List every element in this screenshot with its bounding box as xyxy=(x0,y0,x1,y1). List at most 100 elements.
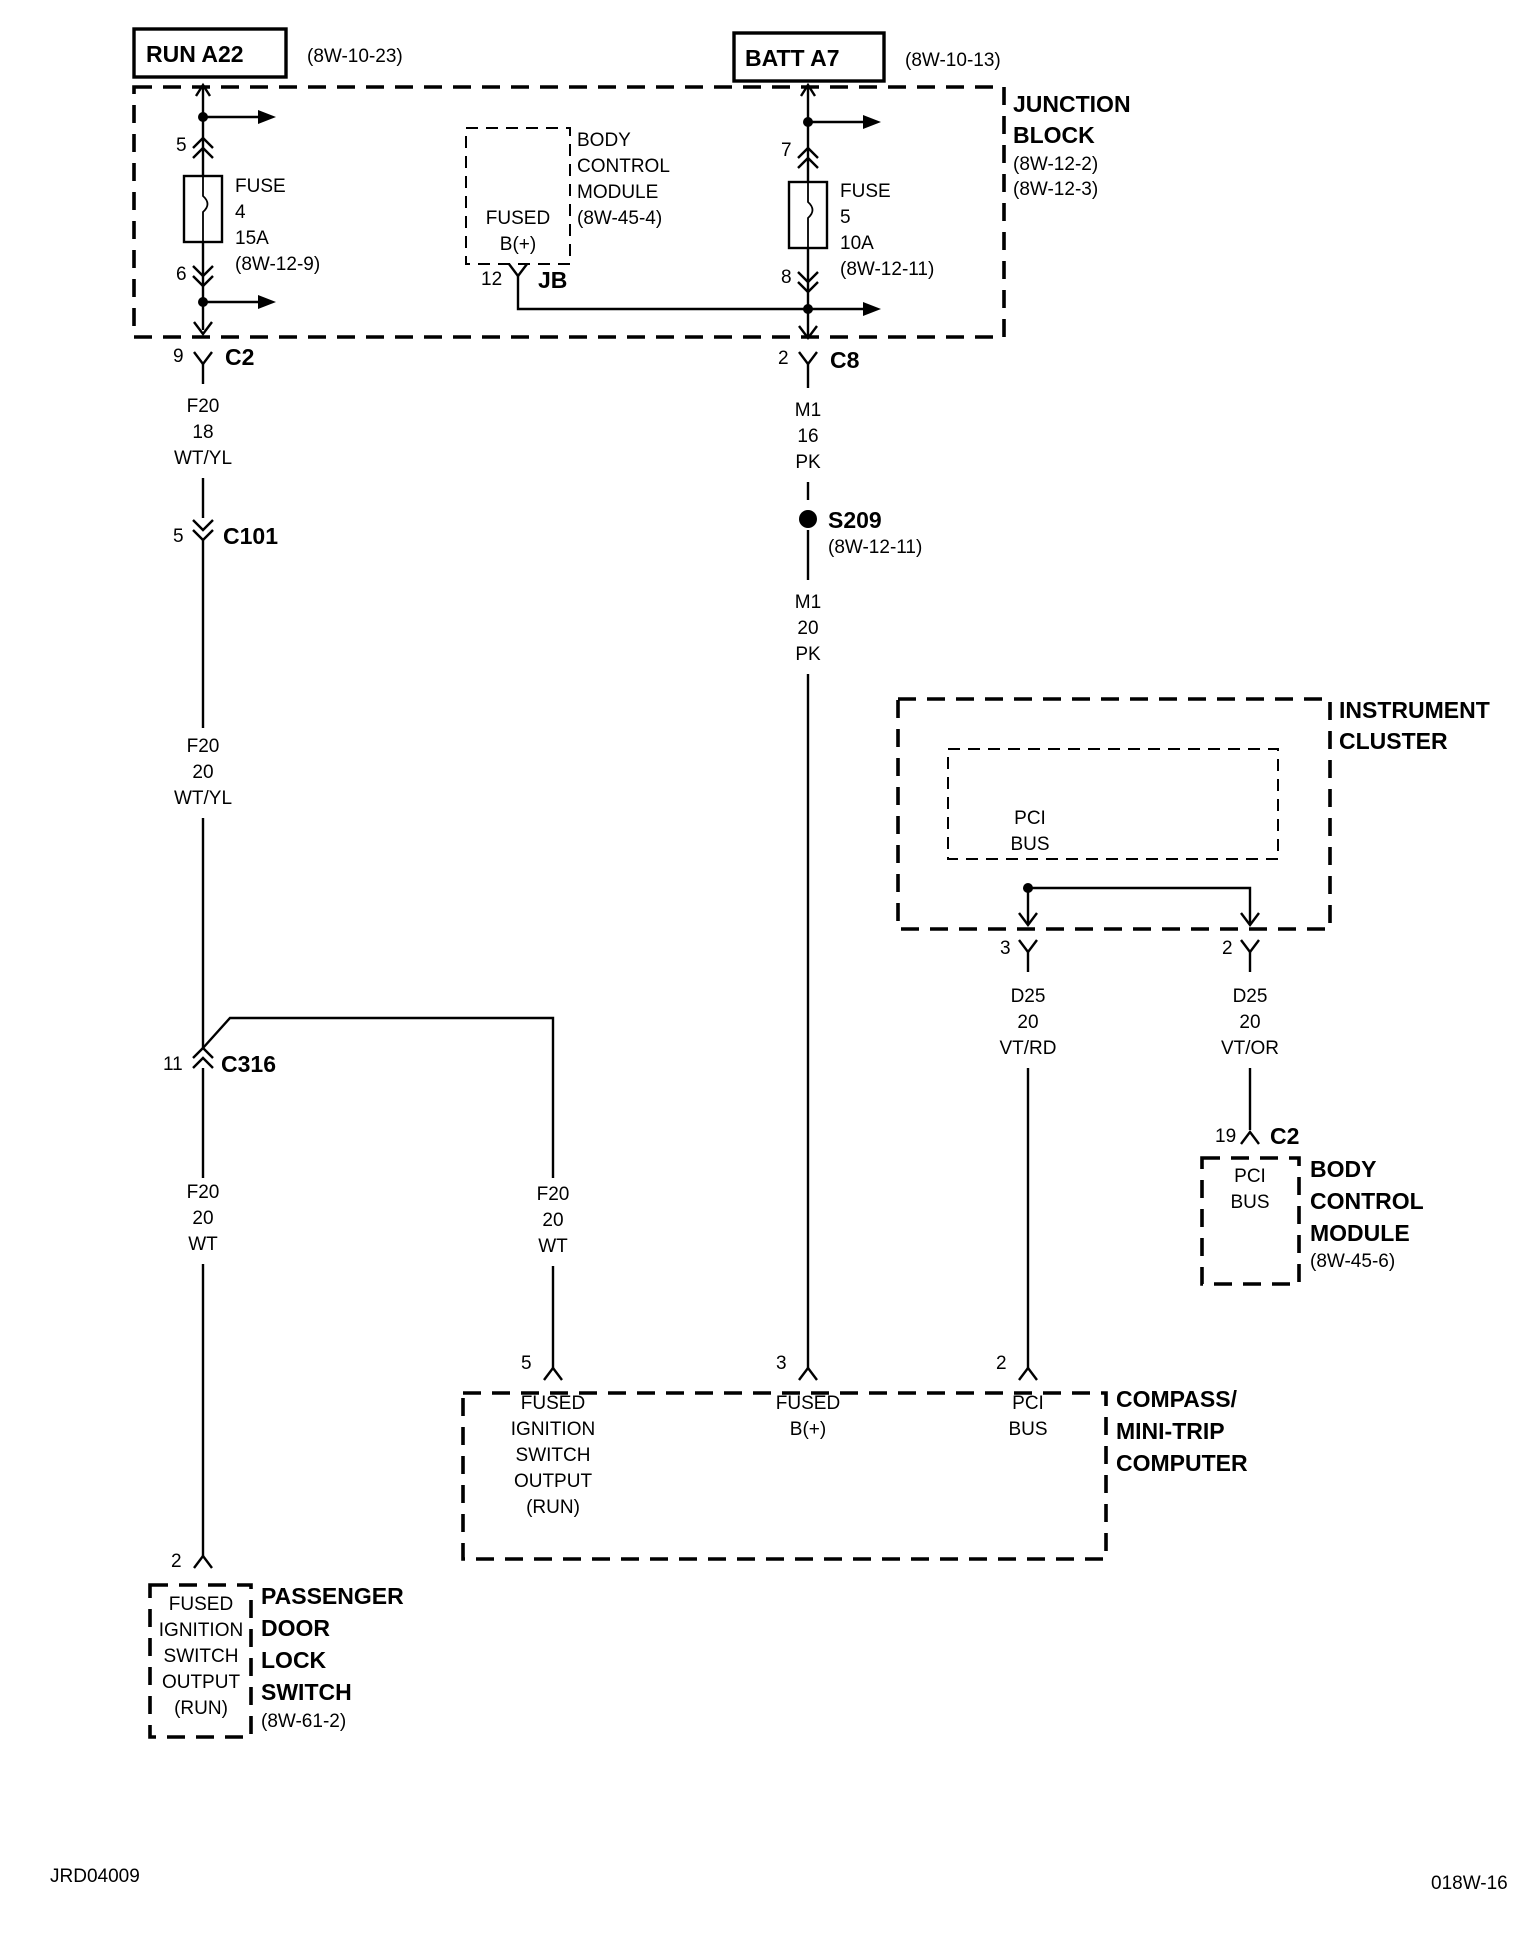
wire-3-code: F20 xyxy=(187,1182,220,1203)
cluster-bus-label: BUS xyxy=(1010,834,1049,855)
bcm-bottom-title-1: BODY xyxy=(1310,1156,1376,1182)
run-a22-source: RUN A22 (8W-10-23) xyxy=(132,27,403,79)
figure-code-right: 018W-16 xyxy=(1431,1873,1508,1894)
wire-1-code: F20 xyxy=(187,396,220,417)
fuse-4-pin-bottom: 6 xyxy=(176,264,187,285)
bcm-ref: (8W-45-4) xyxy=(577,208,662,229)
figure-code-left: JRD04009 xyxy=(50,1866,140,1887)
fuse-5: 7 8 FUSE 5 10A (8W-12-11) xyxy=(781,82,934,340)
compass-pin-5: 5 xyxy=(521,1353,532,1374)
c8-pin: 2 xyxy=(778,348,789,369)
batt-a7-source: BATT A7 (8W-10-13) xyxy=(732,31,1001,83)
d25-a-code: D25 xyxy=(1011,986,1046,1007)
d25-a-gauge: 20 xyxy=(1017,1012,1038,1033)
wire-2-gauge: 20 xyxy=(192,762,213,783)
instrument-cluster-title-1: INSTRUMENT xyxy=(1339,697,1490,723)
wire-1-gauge: 18 xyxy=(192,422,213,443)
junction-block-ref-1: (8W-12-2) xyxy=(1013,154,1098,175)
bcm-inner-1: FUSED xyxy=(486,208,550,229)
fuse-4-rating: 15A xyxy=(235,228,269,249)
door-switch-title-3: LOCK xyxy=(261,1647,327,1673)
door-switch-ref: (8W-61-2) xyxy=(261,1711,346,1732)
compass-pin-2: 2 xyxy=(996,1353,1007,1374)
compass-title-1: COMPASS/ xyxy=(1116,1386,1238,1412)
compass-p5-line-2: IGNITION xyxy=(511,1419,595,1440)
compass-title-3: COMPUTER xyxy=(1116,1450,1248,1476)
compass-p5-line-5: (RUN) xyxy=(526,1497,580,1518)
wire-4-code: F20 xyxy=(537,1184,570,1205)
bcm-bottom-title-3: MODULE xyxy=(1310,1220,1410,1246)
junction-block-title-2: BLOCK xyxy=(1013,122,1095,148)
compass-p3-line-2: B(+) xyxy=(790,1419,826,1440)
arrow-right-icon xyxy=(863,115,881,129)
m1-wire-1-color: PK xyxy=(795,452,821,473)
center-circuit: 2 C8 M1 16 PK S209 (8W-12-11) M1 20 PK xyxy=(778,347,922,1368)
compass-p5-line-3: SWITCH xyxy=(516,1445,591,1466)
cluster-pin-a: 3 xyxy=(1000,938,1011,959)
d25-b-color: VT/OR xyxy=(1221,1038,1279,1059)
compass-p5-line-1: FUSED xyxy=(521,1393,585,1414)
door-switch-pin: 2 xyxy=(171,1551,182,1572)
s209-label: S209 xyxy=(828,507,882,533)
compass-pin-3: 3 xyxy=(776,1353,787,1374)
fuse-5-rating: 10A xyxy=(840,233,874,254)
fuse-5-pin-bottom: 8 xyxy=(781,267,792,288)
m1-wire-1-gauge: 16 xyxy=(797,426,818,447)
bcm-pin: 12 xyxy=(481,269,502,290)
compass-mini-trip-computer: COMPASS/ MINI-TRIP COMPUTER 5 3 2 FUSED … xyxy=(461,1353,1248,1561)
compass-p5-line-4: OUTPUT xyxy=(514,1471,593,1492)
wire-4-color: WT xyxy=(538,1236,568,1257)
m1-wire-2-code: M1 xyxy=(795,592,821,613)
d25-b-gauge: 20 xyxy=(1239,1012,1260,1033)
junction-block-ref-2: (8W-12-3) xyxy=(1013,179,1098,200)
wire-3-gauge: 20 xyxy=(192,1208,213,1229)
compass-p3-line-1: FUSED xyxy=(776,1393,840,1414)
compass-p2-line-1: PCI xyxy=(1012,1393,1044,1414)
fuse-5-pin-top: 7 xyxy=(781,140,792,161)
cluster-pci-label: PCI xyxy=(1014,808,1046,829)
bcm-bottom-pci: PCI xyxy=(1234,1166,1266,1187)
bcm-bottom-bus: BUS xyxy=(1230,1192,1269,1213)
wire-4-gauge: 20 xyxy=(542,1210,563,1231)
arrow-right-icon xyxy=(258,295,276,309)
fuse-5-number: 5 xyxy=(840,207,851,228)
bcm-inner-2: B(+) xyxy=(500,234,536,255)
c8-label: C8 xyxy=(830,347,860,373)
left-circuit: 9 C2 F20 18 WT/YL 5 C101 F20 20 WT/YL 11… xyxy=(163,344,569,1556)
c2-pin: 9 xyxy=(173,346,184,367)
arrow-right-icon xyxy=(863,302,881,316)
door-switch-title-1: PASSENGER xyxy=(261,1583,404,1609)
batt-a7-ref: (8W-10-13) xyxy=(905,50,1001,71)
bcm-title-3: MODULE xyxy=(577,182,658,203)
passenger-door-lock-switch: 2 FUSED IGNITION SWITCH OUTPUT (RUN) PAS… xyxy=(148,1551,404,1739)
door-switch-inner-2: IGNITION xyxy=(159,1620,243,1641)
c101-label: C101 xyxy=(223,523,278,549)
door-switch-title-2: DOOR xyxy=(261,1615,330,1641)
bcm-bottom-title-2: CONTROL xyxy=(1310,1188,1424,1214)
c316-label: C316 xyxy=(221,1051,276,1077)
fuse-5-label: FUSE xyxy=(840,181,891,202)
junction-block-title-1: JUNCTION xyxy=(1013,91,1131,117)
run-a22-label: RUN A22 xyxy=(146,41,244,67)
run-a22-ref: (8W-10-23) xyxy=(307,46,403,67)
c2-label: C2 xyxy=(225,344,254,370)
wire-1-color: WT/YL xyxy=(174,448,232,469)
cluster-pin-b: 2 xyxy=(1222,938,1233,959)
bcm-connector: JB xyxy=(538,267,567,293)
door-switch-inner-1: FUSED xyxy=(169,1594,233,1615)
compass-title-2: MINI-TRIP xyxy=(1116,1418,1225,1444)
bcm-title-2: CONTROL xyxy=(577,156,670,177)
fuse-4-ref: (8W-12-9) xyxy=(235,254,320,275)
bcm-bottom-ref: (8W-45-6) xyxy=(1310,1251,1395,1272)
instrument-cluster-title-2: CLUSTER xyxy=(1339,728,1448,754)
wire-2-color: WT/YL xyxy=(174,788,232,809)
fuse-4-pin-top: 5 xyxy=(176,135,187,156)
m1-wire-2-color: PK xyxy=(795,644,821,665)
m1-wire-2-gauge: 20 xyxy=(797,618,818,639)
door-switch-inner-3: SWITCH xyxy=(164,1646,239,1667)
door-switch-inner-4: OUTPUT xyxy=(162,1672,241,1693)
bcm-bottom-connector: C2 xyxy=(1270,1123,1299,1149)
arrow-right-icon xyxy=(258,110,276,124)
